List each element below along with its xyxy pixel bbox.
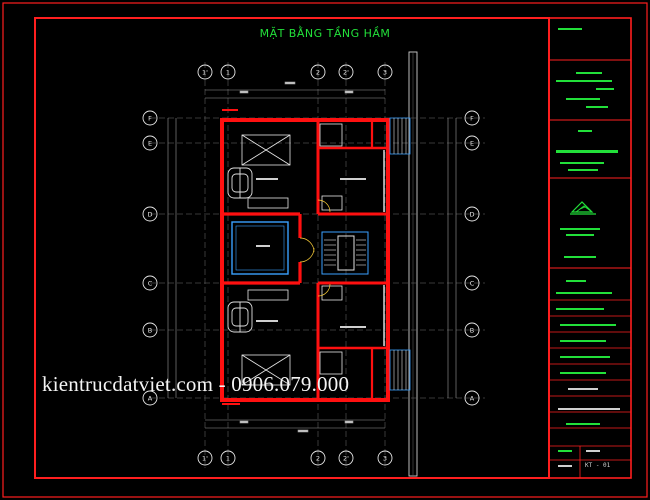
room-details [241,123,385,386]
grid-bubble-left: A [142,390,158,406]
grid-bubble-right: E [464,135,480,151]
grid-bubble-bottom: 3 [377,450,393,466]
grid-bubble-label: 2' [343,455,349,463]
grid-bubble-label: D [469,211,474,219]
grid-bubble-left: B [142,322,158,338]
grid-bubble-right: A [464,390,480,406]
grid-bubble-label: E [148,140,152,148]
drawing-title: MẶT BẰNG TẦNG HẦM [259,27,391,40]
stair-icon [321,231,369,275]
grid-bubble-bottom: 2' [338,450,354,466]
grid-bubble-label: 2 [316,69,320,77]
side-stair-bottom [389,349,411,391]
grid-bubble-top: 1 [220,64,236,80]
grid-bubble-top: 2' [338,64,354,80]
grid-bubble-right: B [464,322,480,338]
door-swings [299,199,331,297]
grid-bubble-bottom: 2 [310,450,326,466]
grid-bubble-label: 1' [202,455,208,463]
grid-bubble-label: 2 [316,455,320,463]
lift-core [231,221,289,275]
drawing-border [34,17,550,479]
grid-bubble-label: 3 [383,455,387,463]
sheet-code: KT - 01 [585,462,611,469]
grid-bubble-label: B [148,327,152,335]
grid-bubble-label: C [148,280,153,288]
grid-bubble-top: 3 [377,64,393,80]
watermark-text: kientrucdatviet.com - 0906.079.000 [42,372,350,396]
basement-walls [220,109,390,405]
car-icon [227,301,253,333]
grid-bubble-bottom: 1 [220,450,236,466]
grid-bubble-bottom: 1' [197,450,213,466]
grid-bubble-label: C [470,280,475,288]
grid-bubble-left: E [142,135,158,151]
grid-bubble-label: E [470,140,474,148]
grid-bubble-right: C [464,275,480,291]
title-block [548,17,632,479]
grid-bubble-label: 1 [226,455,230,463]
side-stair-top [389,117,411,155]
grid-bubble-label: 1 [226,69,230,77]
room-labels [256,178,366,328]
grid-bubble-right: F [464,110,480,126]
company-logo [570,201,596,215]
grid-bubble-label: 3 [383,69,387,77]
grid-bubble-label: F [470,115,474,123]
grid-bubble-label: 2' [343,69,349,77]
dimension-lines [167,81,457,433]
grid-bubble-label: A [470,395,475,403]
grid-bubble-label: 1' [202,69,208,77]
grid-bubble-top: 2 [310,64,326,80]
grid-bubble-right: D [464,206,480,222]
grid-bubble-left: D [142,206,158,222]
grid-bubble-label: B [470,327,474,335]
grid-bubble-label: D [147,211,152,219]
grid-bubble-left: C [142,275,158,291]
grid-bubble-top: 1' [197,64,213,80]
car-icon [227,167,253,199]
grid-bubble-label: A [148,395,153,403]
grid-bubble-left: F [142,110,158,126]
grid-bubble-label: F [148,115,152,123]
